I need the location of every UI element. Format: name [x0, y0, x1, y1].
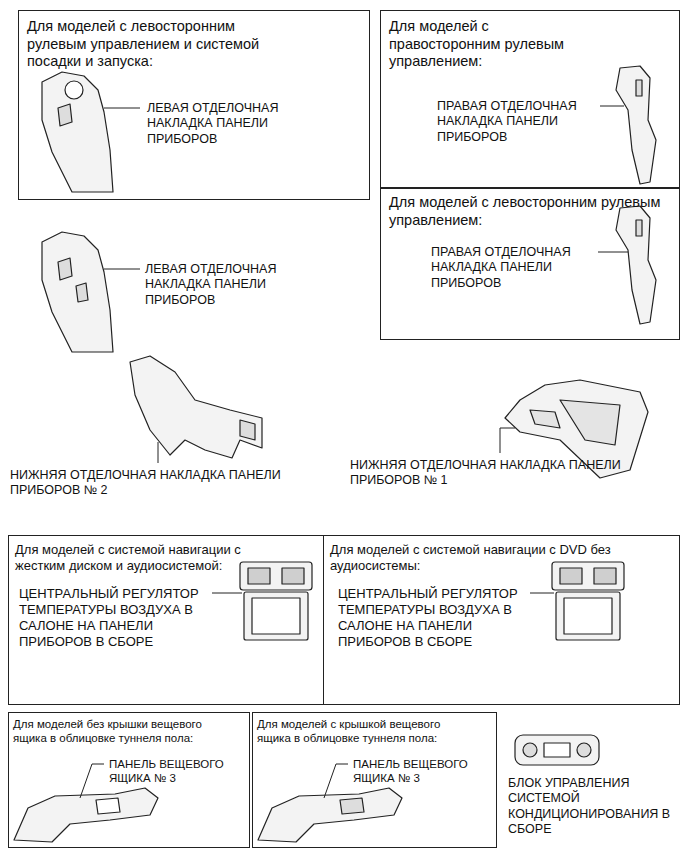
part-label: ПАНЕЛЬ ВЕЩЕВОГО ЯЩИКА № 3	[353, 757, 477, 785]
part-label: ЛЕВАЯ ОТДЕЛОЧНАЯ НАКЛАДКА ПАНЕЛИ ПРИБОРО…	[145, 262, 300, 308]
condition-box: Для моделей с крышкой вещевого ящика в о…	[252, 712, 497, 848]
condition-heading: Для моделей с системой навигации с жестк…	[15, 542, 275, 574]
condition-heading: Для моделей с правосторонним рулевым упр…	[389, 18, 579, 71]
control-display	[544, 743, 570, 757]
display-opening	[564, 598, 612, 634]
storage-lid	[340, 798, 364, 814]
lower-trim-2	[130, 356, 262, 458]
trim-opening	[65, 81, 83, 99]
part-label: ЦЕНТРАЛЬНЫЙ РЕГУЛЯТОР ТЕМПЕРАТУРЫ ВОЗДУХ…	[338, 586, 534, 649]
air-vent	[594, 568, 616, 584]
condition-heading: Для моделей с системой навигации с DVD б…	[330, 542, 630, 574]
leader-line	[500, 428, 515, 453]
storage-opening	[96, 798, 120, 814]
condition-box: Для моделей с левосторонним рулевым упра…	[380, 188, 680, 340]
leader-line	[80, 764, 104, 798]
trim-opening	[58, 258, 72, 280]
condition-heading: Для моделей с крышкой вещевого ящика в о…	[257, 717, 462, 745]
left-trim-panel	[42, 232, 113, 352]
part-label: ПРАВАЯ ОТДЕЛОЧНАЯ НАКЛАДКА ПАНЕЛИ ПРИБОР…	[437, 99, 587, 145]
part-label: НИЖНЯЯ ОТДЕЛОЧНАЯ НАКЛАДКА ПАНЕЛИ ПРИБОР…	[10, 468, 310, 499]
part-label: НИЖНЯЯ ОТДЕЛОЧНАЯ НАКЛАДКА ПАНЕЛИ ПРИБОР…	[350, 458, 650, 489]
condition-heading: Для моделей с левосторонним рулевым упра…	[27, 18, 267, 71]
trim-clip	[636, 220, 642, 236]
trim-clip	[636, 80, 642, 96]
trim-opening	[76, 283, 88, 302]
leader-line	[104, 269, 140, 270]
condition-heading: Для моделей без крышки вещевого ящика в …	[13, 717, 218, 745]
console-panel	[14, 788, 158, 842]
condition-box: Для моделей с правосторонним рулевым упр…	[380, 10, 680, 188]
trim-frame	[560, 400, 620, 445]
display-frame	[556, 592, 620, 640]
display-opening	[252, 598, 300, 634]
leader-line	[324, 764, 348, 798]
leader-line	[158, 442, 159, 463]
air-vent-panel	[240, 562, 312, 590]
condition-box: Для моделей с системой навигации с DVD б…	[323, 535, 680, 705]
condition-box: Для моделей без крышки вещевого ящика в …	[8, 712, 250, 848]
part-label: ЛЕВАЯ ОТДЕЛОЧНАЯ НАКЛАДКА ПАНЕЛИ ПРИБОРО…	[147, 101, 307, 147]
console-panel	[258, 788, 402, 842]
condition-box: Для моделей с левосторонним рулевым упра…	[18, 10, 370, 200]
condition-heading: Для моделей с левосторонним рулевым упра…	[389, 194, 674, 229]
leader-line	[530, 593, 554, 594]
left-trim-panel	[42, 72, 113, 192]
trim-clip	[240, 420, 255, 440]
control-knob	[577, 743, 591, 757]
air-vent	[282, 568, 304, 584]
display-frame	[244, 592, 308, 640]
air-vent-panel	[552, 562, 624, 590]
ac-control-unit	[515, 735, 599, 765]
trim-opening	[58, 104, 72, 126]
air-vent	[560, 568, 582, 584]
leader-line	[600, 106, 624, 107]
condition-box: Для моделей с системой навигации с жестк…	[8, 535, 324, 705]
part-label: ПРАВАЯ ОТДЕЛОЧНАЯ НАКЛАДКА ПАНЕЛИ ПРИБОР…	[431, 245, 581, 291]
part-label: ЦЕНТРАЛЬНЫЙ РЕГУЛЯТОР ТЕМПЕРАТУРЫ ВОЗДУХ…	[19, 586, 215, 649]
leader-line	[212, 593, 242, 594]
illustration-group	[14, 66, 656, 842]
right-trim-panel	[616, 206, 656, 324]
control-knob	[523, 743, 537, 757]
air-vent	[248, 568, 270, 584]
leader-line	[598, 252, 628, 253]
trim-frame	[530, 410, 560, 428]
part-label: БЛОК УПРАВЛЕНИЯ СИСТЕМОЙ КОНДИЦИОНИРОВАН…	[508, 776, 673, 837]
right-trim-panel	[616, 66, 656, 184]
part-label: ПАНЕЛЬ ВЕЩЕВОГО ЯЩИКА № 3	[109, 757, 233, 785]
leader-line	[104, 108, 140, 109]
